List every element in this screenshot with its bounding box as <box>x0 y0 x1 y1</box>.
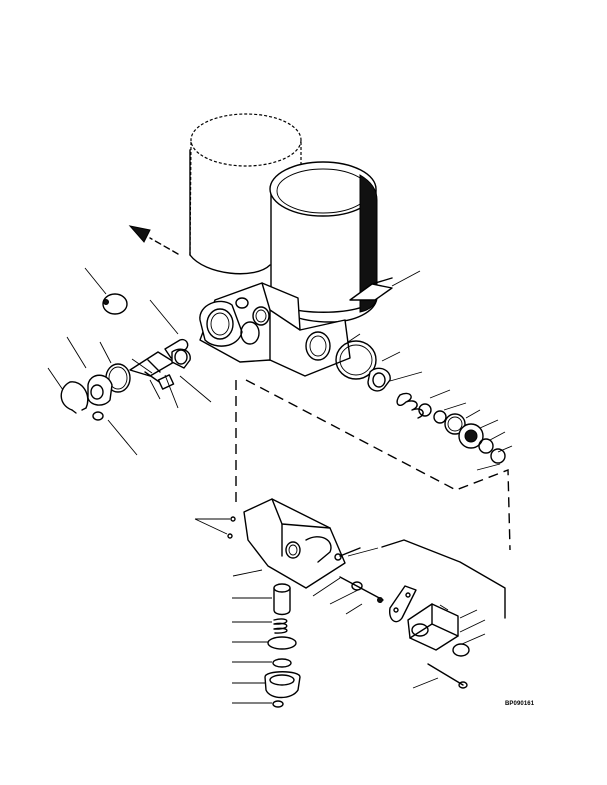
purge-valve-assembly <box>227 498 506 708</box>
right-side-parts <box>335 340 506 464</box>
flow-direction-arrow <box>128 225 179 255</box>
rear-cartridge-ghost <box>189 113 302 275</box>
assembly-connector-dashed <box>235 379 511 551</box>
valve-housing <box>199 277 393 377</box>
leader-lines <box>47 267 513 704</box>
left-side-parts <box>60 293 191 421</box>
figure-code: BP090161 <box>505 701 535 707</box>
